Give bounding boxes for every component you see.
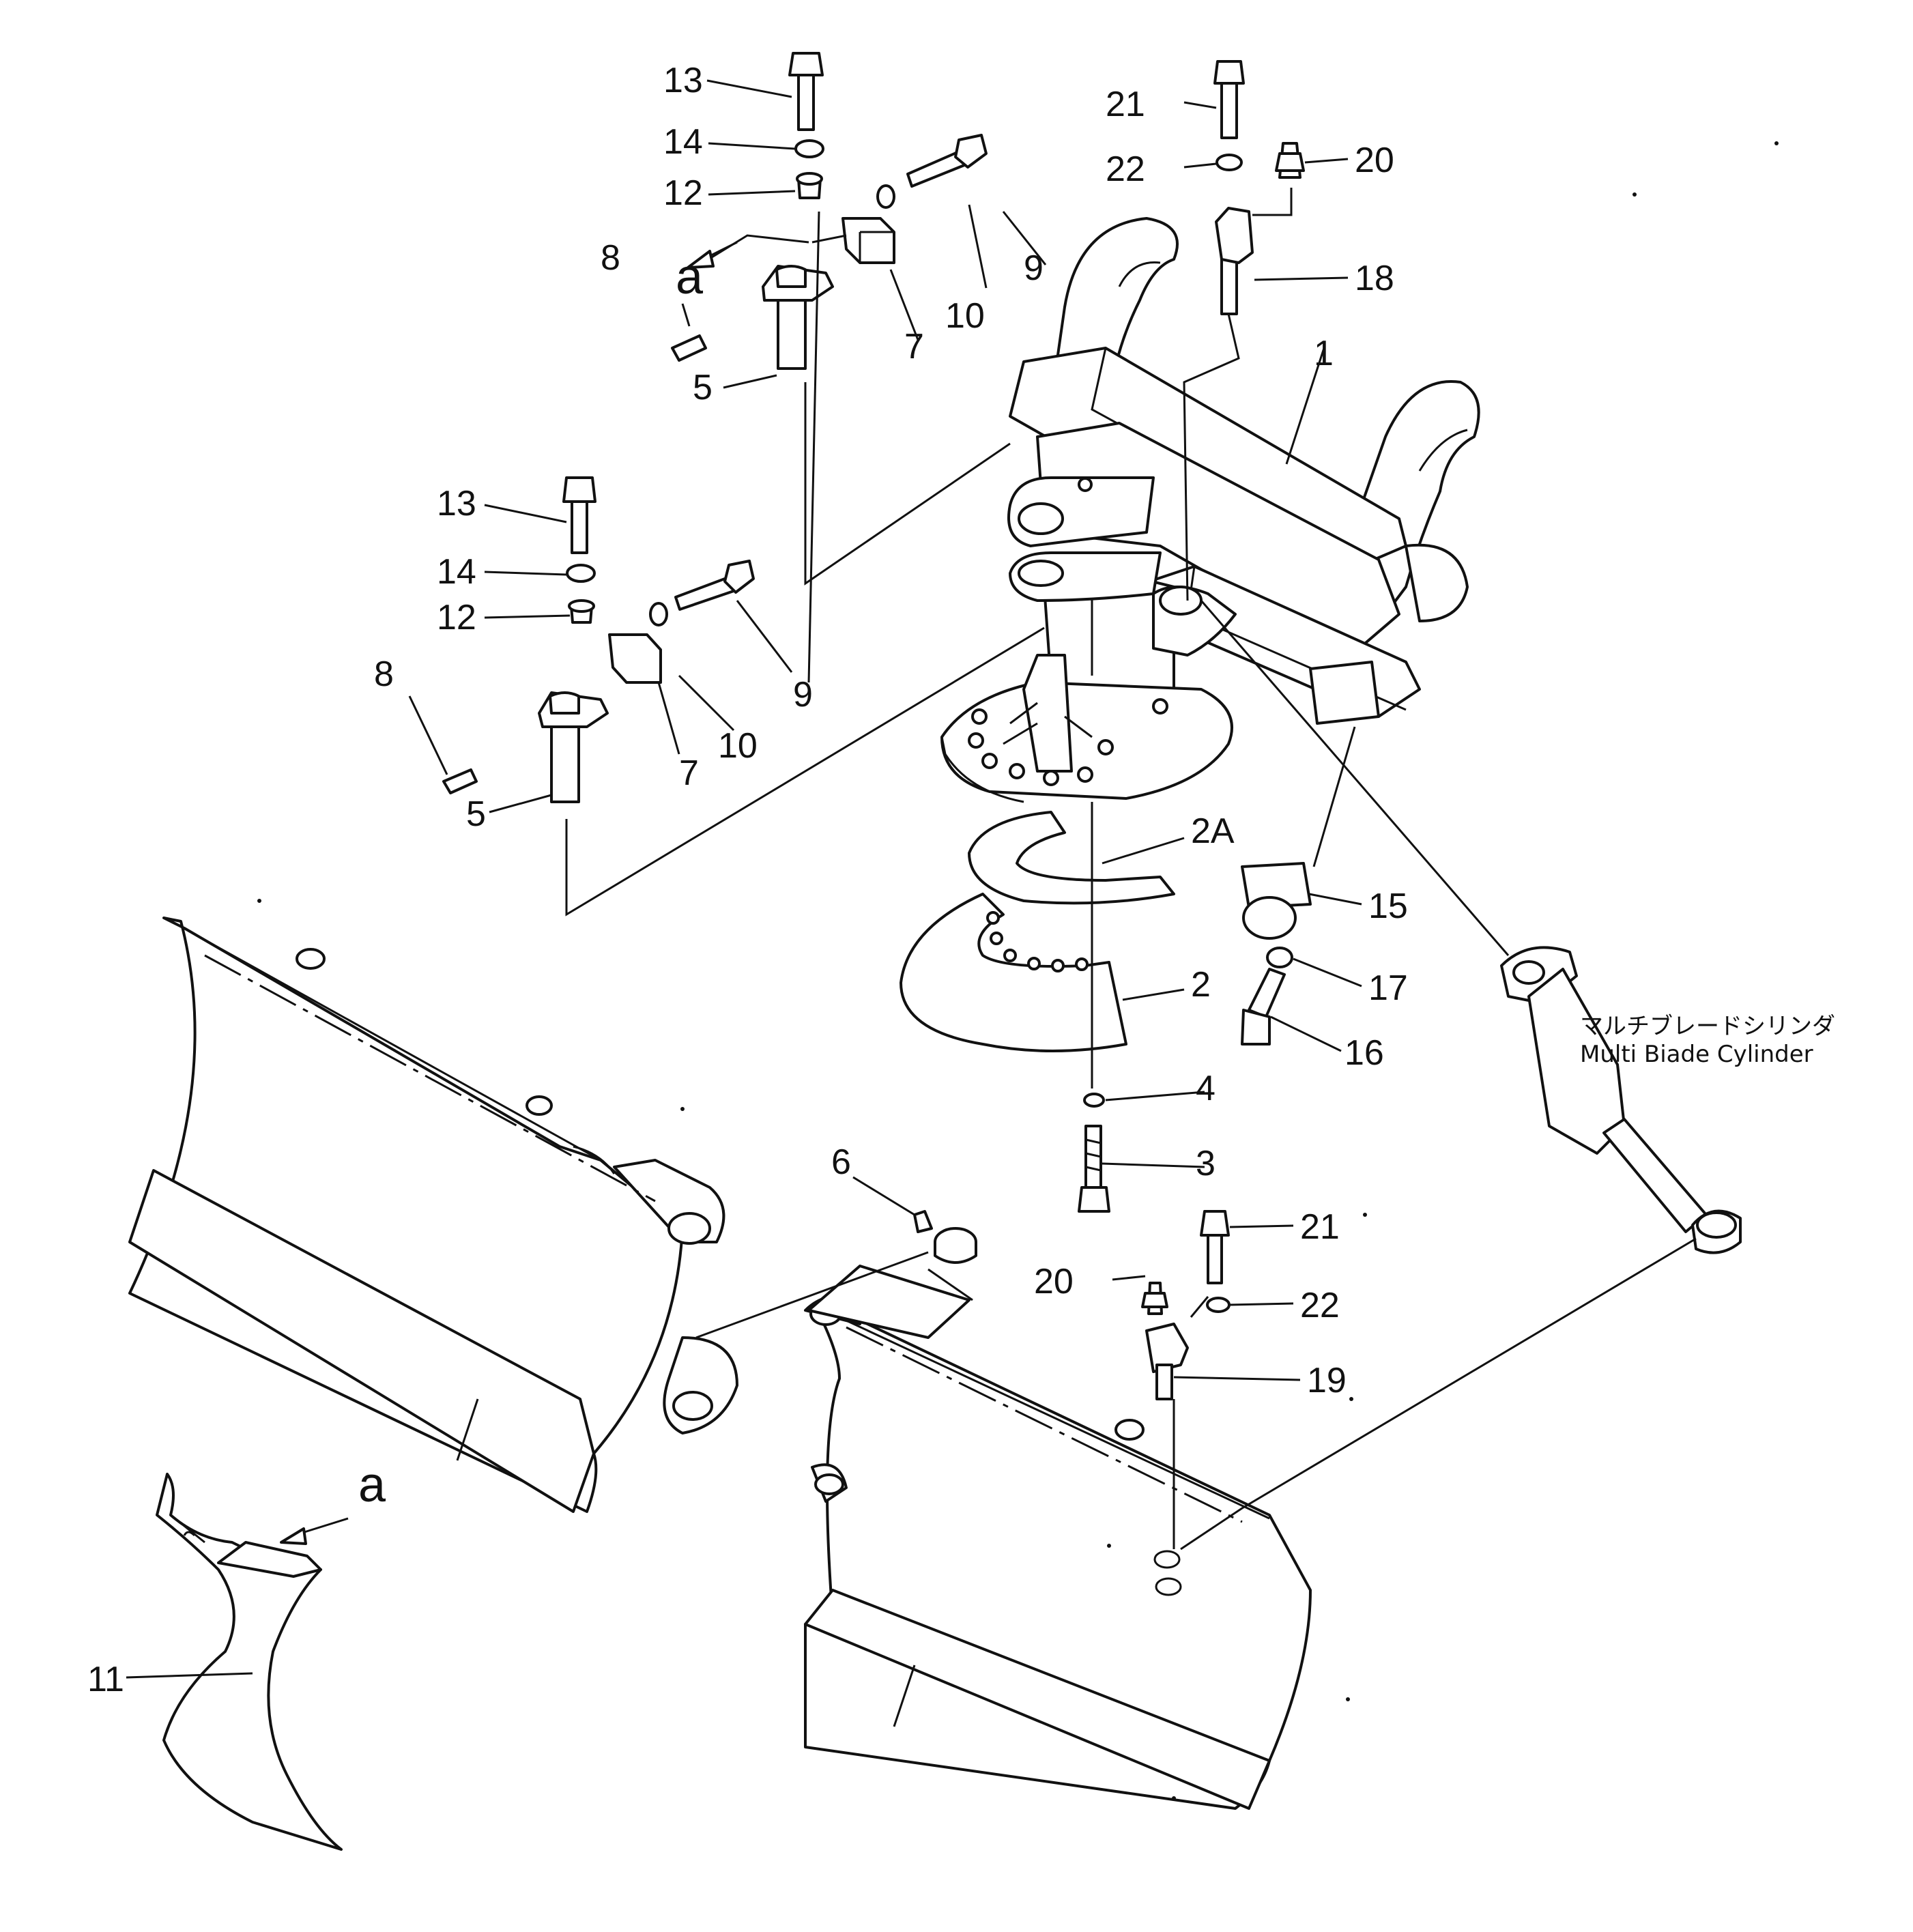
multi-blade-cylinder [1500, 946, 1742, 1254]
callout-10-lower: 10 [718, 726, 758, 766]
detail-11 [156, 1473, 343, 1851]
callout-17: 17 [1368, 968, 1408, 1008]
callout-3: 3 [1196, 1144, 1216, 1183]
callout-12-upper: 12 [663, 173, 703, 213]
callout-15: 15 [1368, 886, 1408, 926]
shim-2a [968, 811, 1175, 905]
callout-5-lower: 5 [466, 794, 486, 834]
callout-22-upper: 22 [1106, 149, 1145, 189]
callout-8-lower: 8 [374, 654, 394, 694]
callout-numbers: 13 14 12 9 10 7 8 5 13 14 12 9 10 7 8 5 … [87, 61, 1835, 1699]
view-marker-a-bottom: a [358, 1458, 386, 1512]
callout-11: 11 [87, 1660, 124, 1699]
cylinder-label-japanese: マルチブレードシリンダ [1580, 1013, 1835, 1040]
callout-14-lower: 14 [437, 552, 476, 592]
callout-1: 1 [1314, 334, 1334, 373]
main-frame [940, 217, 1480, 803]
callout-2a: 2A [1191, 811, 1235, 851]
callout-13-lower: 13 [437, 484, 476, 523]
callout-7-upper: 7 [904, 327, 924, 366]
view-marker-a-top: a [676, 250, 704, 304]
callout-18: 18 [1355, 259, 1394, 298]
bolt-3 [1078, 1093, 1110, 1213]
callout-14-upper: 14 [663, 122, 703, 162]
specks [257, 141, 1779, 1800]
callout-5-upper: 5 [693, 368, 713, 407]
right-blade [804, 1210, 1312, 1810]
pin-group-right [1213, 60, 1305, 315]
callout-6: 6 [831, 1142, 851, 1182]
callout-7-lower: 7 [679, 753, 699, 793]
callout-9-lower: 9 [793, 675, 813, 715]
callout-20-upper: 20 [1355, 141, 1394, 180]
callout-16: 16 [1344, 1033, 1384, 1073]
callout-9-upper: 9 [1024, 248, 1044, 288]
shim-2 [900, 893, 1127, 1052]
left-blade [128, 917, 738, 1513]
cylinder-label-english: Multi Biade Cylinder [1580, 1041, 1813, 1068]
leader-lines [126, 79, 1697, 1679]
callout-20-lower: 20 [1034, 1262, 1074, 1301]
callout-13-upper: 13 [663, 61, 703, 100]
callout-21-upper: 21 [1106, 85, 1145, 124]
callout-2: 2 [1191, 965, 1211, 1005]
pin-group-lower [442, 476, 755, 803]
callout-12-lower: 12 [437, 598, 476, 637]
callout-22-lower: 22 [1300, 1286, 1340, 1325]
stopper-group [1241, 862, 1312, 1046]
callout-10-upper: 10 [945, 296, 985, 336]
callout-21-lower: 21 [1300, 1207, 1340, 1247]
callout-19: 19 [1307, 1361, 1347, 1400]
pin-group-upper [671, 52, 988, 370]
callout-8-upper: 8 [601, 238, 620, 278]
callout-4: 4 [1196, 1069, 1216, 1108]
